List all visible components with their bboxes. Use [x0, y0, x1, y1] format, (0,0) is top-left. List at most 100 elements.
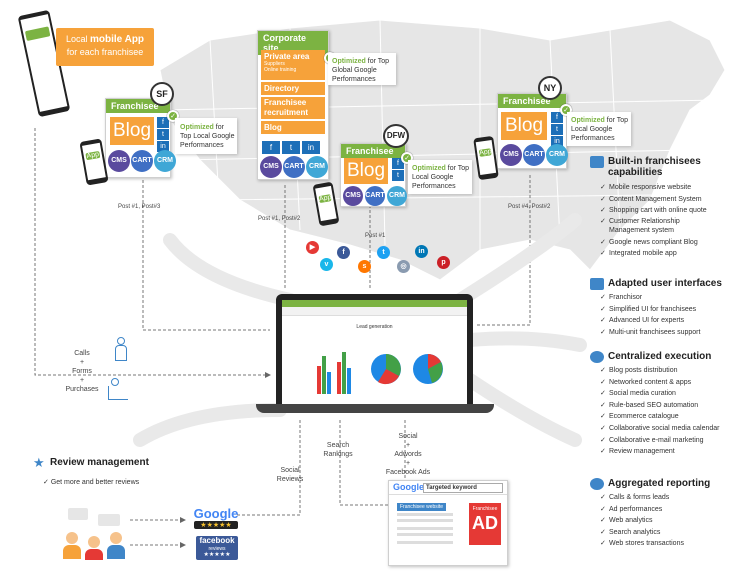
- vimeo-icon: v: [320, 258, 333, 271]
- opt-note-corp: Optimized for Top Global Google Performa…: [332, 58, 390, 83]
- section-item: Collaborative social media calendar: [600, 423, 737, 435]
- pinterest-icon: p: [437, 256, 450, 269]
- cms-badge: CMS: [343, 186, 363, 206]
- crm-badge: CRM: [546, 144, 568, 166]
- section-item: Ecommerce catalogue: [600, 411, 737, 423]
- post-label-sf: Post #1, Post#3: [118, 204, 161, 210]
- section-item: Collaborative e-mail marketing: [600, 435, 737, 447]
- people-group-icon: [62, 508, 130, 560]
- serp-ad-box: Franchisee AD: [469, 503, 501, 545]
- opt-card-ny: [567, 112, 631, 146]
- app-bubble-prefix: Local: [65, 34, 90, 44]
- app-bubble: Local mobile App for each franchisee: [56, 28, 154, 66]
- person-phone-icon: [112, 337, 132, 367]
- section-title: Centralized execution: [608, 351, 712, 362]
- facebook-reviews-logo: facebook reviews ★★★★★: [196, 536, 238, 560]
- review-star-icon: ★: [33, 455, 45, 470]
- section-item: Advanced UI for experts: [600, 315, 737, 327]
- linkedin-icon: in: [415, 245, 428, 258]
- app-label: App: [85, 150, 101, 161]
- laptop-title: Lead generation: [356, 324, 393, 330]
- opt-card-sf: [175, 118, 237, 154]
- post-label-dfw: Post #1: [365, 233, 386, 239]
- blog-box-ny: Blog: [501, 112, 547, 140]
- section-item: Content Management System: [600, 194, 737, 206]
- serp-result: Franchisee website: [397, 503, 447, 511]
- section-title: Adapted user interfaces: [608, 278, 722, 289]
- blog-box-sf: Blog: [110, 117, 154, 145]
- section-title: Aggregated reporting: [608, 478, 711, 489]
- section-item: Customer Relationship Management system: [600, 217, 737, 237]
- google-reviews-logo: Google ★★★★★: [193, 506, 239, 529]
- city-pin-sf: SF: [150, 82, 174, 106]
- section-item: Simplified UI for franchisees: [600, 304, 737, 316]
- laptop-charts: [317, 352, 443, 394]
- section-reporting: Aggregated reporting Calls & forms leads…: [590, 478, 737, 550]
- serp-search-box: Targeted keyword: [423, 483, 503, 493]
- cart-badge: CART: [365, 186, 385, 206]
- app-bubble-line2: for each franchisee: [66, 47, 144, 57]
- cms-badge: CMS: [108, 150, 130, 172]
- calls-forms-purchases-label: Calls+Forms+Purchases: [65, 350, 99, 393]
- section-item: Mobile responsive website: [600, 182, 737, 194]
- opt-card-corp: [328, 53, 396, 85]
- private-area-box: Private area Suppliers Online training: [261, 50, 325, 80]
- crm-badge: CRM: [306, 156, 328, 178]
- app-label: App: [318, 194, 333, 204]
- directory-box: Directory: [261, 82, 325, 95]
- section-item: Calls & forms leads: [600, 492, 737, 504]
- section-title: Built-in franchisees capabilities: [608, 156, 701, 178]
- window-icon: [590, 278, 604, 290]
- city-pin-dfw: DFW: [383, 124, 409, 148]
- review-item: ✓ Get more and better reviews: [43, 479, 140, 486]
- recruitment-box: Franchisee recruitment: [261, 97, 325, 119]
- cart-badge: CART: [283, 156, 305, 178]
- section-item: Google news compliant Blog: [600, 237, 737, 249]
- cms-badge: CMS: [500, 144, 522, 166]
- laptop-base: [256, 404, 494, 413]
- pie-chart-icon: [590, 478, 604, 490]
- gears-icon: [590, 351, 604, 363]
- section-item: Social media curation: [600, 388, 737, 400]
- app-label: App: [478, 148, 493, 157]
- crm-badge: CRM: [154, 150, 176, 172]
- section-item: Search analytics: [600, 527, 737, 539]
- private-item: Online training: [264, 67, 297, 73]
- laptop-screen: Lead generation: [282, 300, 467, 406]
- person-desk-icon: [108, 378, 134, 406]
- corporate-blog-box: Blog: [261, 121, 325, 134]
- section-item: Ad performances: [600, 504, 737, 516]
- section-execution: Centralized execution Blog posts distrib…: [590, 351, 737, 458]
- cart-badge: CART: [131, 150, 153, 172]
- post-label-corp: Post #1, Post#2: [258, 216, 301, 222]
- opt-card-dfw: [408, 160, 472, 194]
- social-adwords-label: Social+Adwords+Facebook Ads: [385, 433, 431, 476]
- instagram-icon: ◎: [397, 260, 410, 273]
- section-item: Multi-unit franchisees support: [600, 327, 737, 339]
- section-item: Web stores transactions: [600, 538, 737, 550]
- section-item: Integrated mobile app: [600, 248, 737, 260]
- check-icon: ✓: [560, 104, 572, 116]
- section-item: Franchisor: [600, 292, 737, 304]
- cms-badge: CMS: [260, 156, 282, 178]
- youtube-icon: ▶: [306, 241, 319, 254]
- twitter-icon: t: [377, 246, 390, 259]
- city-pin-ny: NY: [538, 76, 562, 100]
- crm-badge: CRM: [387, 186, 407, 206]
- section-interfaces: Adapted user interfaces Franchisor Simpl…: [590, 278, 737, 338]
- section-capabilities: Built-in franchisees capabilities Mobile…: [590, 156, 737, 260]
- private-item: Suppliers: [264, 61, 285, 67]
- facebook-icon: f: [337, 246, 350, 259]
- blog-box-dfw: Blog: [344, 158, 388, 184]
- section-item: Networked content & apps: [600, 377, 737, 389]
- serp-window: Google Targeted keyword Franchisee websi…: [388, 480, 508, 566]
- section-item: Web analytics: [600, 515, 737, 527]
- private-area-title: Private area: [264, 52, 310, 61]
- opt-note-dfw: Optimized for Top Local Google Performan…: [412, 165, 470, 190]
- section-item: Shopping cart with online quote: [600, 205, 737, 217]
- section-item: Rule-based SEO automation: [600, 400, 737, 412]
